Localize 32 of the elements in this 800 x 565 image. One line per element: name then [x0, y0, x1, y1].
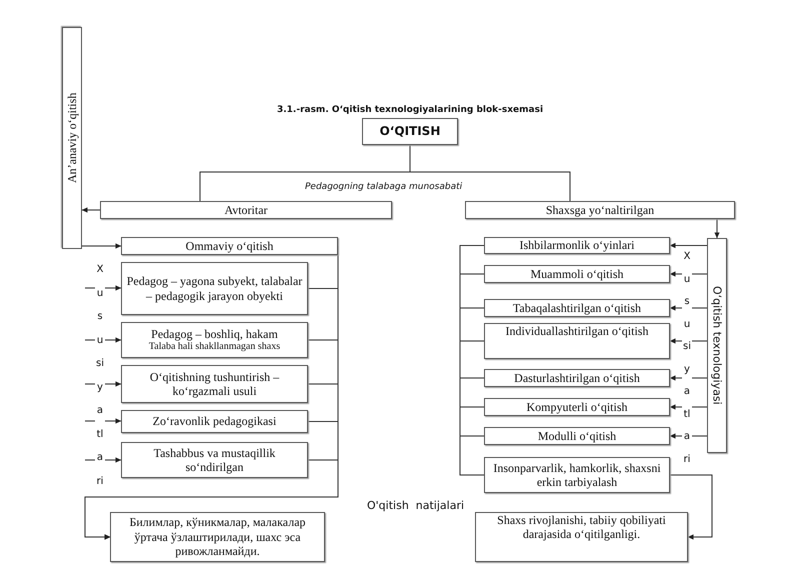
process-box: O‘qitishning tushuntirish – ko‘rgazmali usuli — [121, 365, 308, 403]
connector-line — [460, 436, 484, 476]
arrow — [714, 218, 720, 238]
arrow — [82, 207, 100, 213]
process-box: Dasturlashtirilgan o‘qitish — [484, 369, 670, 387]
branch-box: Avtoritar — [100, 201, 392, 219]
result-box: Билимлар, кўникмалар, малакалар ўртача ўзлаштирилади, шахс эса ривожланмайди. — [110, 512, 325, 562]
arrow — [670, 474, 712, 540]
process-box: Tashabbus va mustaqillik so‘ndirilgan — [121, 442, 308, 478]
section-label: O'qitish natijalari — [367, 499, 464, 512]
arrow — [82, 243, 122, 249]
process-box: Ishbilarmonlik o‘yinlari — [484, 237, 670, 254]
process-box: Individuallashtirilgan o‘qitish — [484, 323, 670, 359]
connector-line — [410, 144, 570, 202]
figure-title: 3.1.-rasm. O‘qitish texnologiyalarining blok-sxemasi — [276, 105, 544, 115]
vertical-category-box: O‘qitish texnologiyasi — [707, 238, 727, 453]
process-box: Pedagog – yagona subyekt, talabalar – pedagogik jarayon obyekti — [121, 262, 308, 315]
process-box: Insonparvarlik, hamkorlik, shaxsni erkin tarbiyalash — [484, 457, 670, 493]
result-box: Shaxs rivojlanishi, tabiiy qobiliyati darajasida o‘qitilganligi. — [475, 512, 688, 562]
process-box: Zo‘ravonlik pedagogikasi — [121, 410, 308, 433]
vertical-category-box: An’anaviy o‘qitish — [62, 27, 82, 249]
process-box: Pedagog – boshliq, hakam Talaba hali shakllanmagan shaxs — [121, 322, 308, 358]
branch-box: Shaxsga yo‘naltirilgan — [465, 201, 735, 219]
process-box: Kompyuterli o‘qitish — [484, 398, 670, 416]
arrow — [670, 242, 708, 248]
connector-label: Pedagogning talabaga munosabati — [305, 182, 462, 192]
arrow — [84, 460, 338, 540]
process-box: Ommaviy o‘qitish — [121, 237, 338, 255]
process-box: Modulli o‘qitish — [484, 427, 670, 445]
root-box: O‘QITISH — [362, 118, 458, 145]
process-box: Muammoli o‘qitish — [484, 265, 670, 283]
process-box: Tabaqalashtirilgan o‘qitish — [484, 299, 670, 317]
